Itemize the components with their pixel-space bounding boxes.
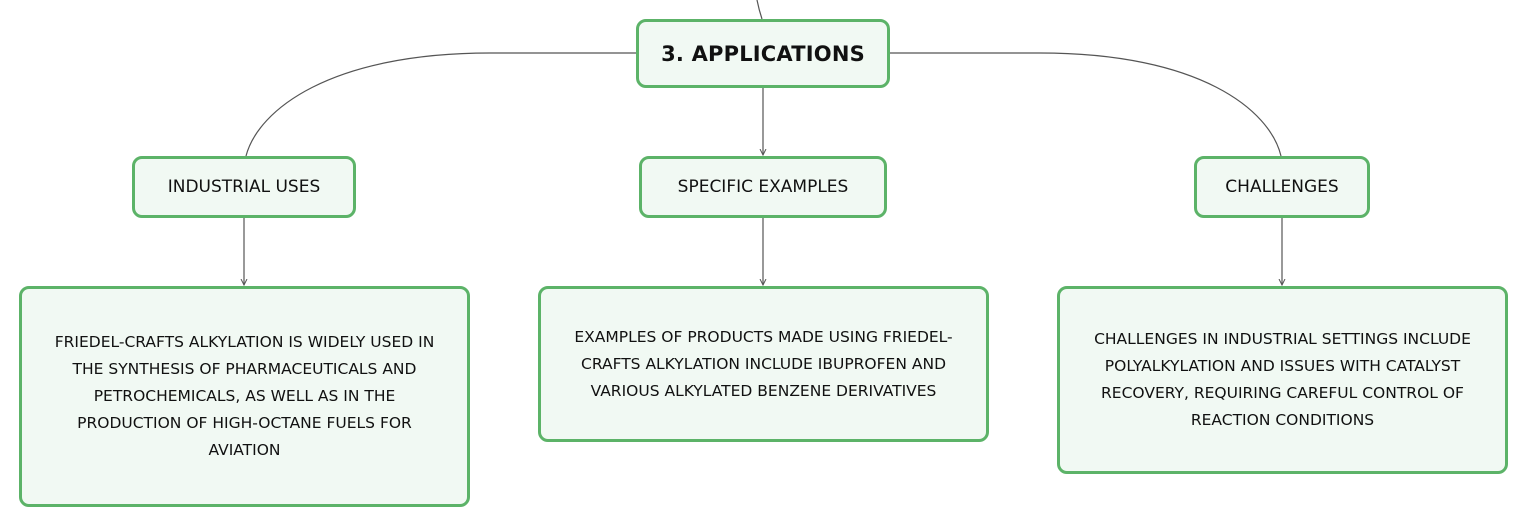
detail-node-text: FRIEDEL-CRAFTS ALKYLATION IS WIDELY USED… (54, 333, 435, 459)
detail-node-specific-examples[interactable]: EXAMPLES OF PRODUCTS MADE USING FRIEDEL-… (538, 286, 989, 442)
detail-node-text: CHALLENGES IN INDUSTRIAL SETTINGS INCLUD… (1094, 330, 1471, 429)
detail-node-industrial-uses[interactable]: FRIEDEL-CRAFTS ALKYLATION IS WIDELY USED… (19, 286, 470, 507)
connector-root-challenges (890, 52, 1282, 157)
branch-node-challenges[interactable]: CHALLENGES (1194, 156, 1370, 218)
branch-node-label: INDUSTRIAL USES (167, 177, 321, 197)
root-node-applications[interactable]: 3. APPLICATIONS (636, 19, 890, 88)
incoming-connector (756, 0, 763, 20)
detail-node-challenges[interactable]: CHALLENGES IN INDUSTRIAL SETTINGS INCLUD… (1057, 286, 1508, 474)
branch-node-label: CHALLENGES (1225, 177, 1339, 197)
branch-node-industrial-uses[interactable]: INDUSTRIAL USES (132, 156, 356, 218)
root-node-label: 3. APPLICATIONS (661, 41, 865, 66)
branch-node-label: SPECIFIC EXAMPLES (677, 177, 849, 197)
branch-node-specific-examples[interactable]: SPECIFIC EXAMPLES (639, 156, 887, 218)
connector-root-industrial-uses (245, 52, 636, 157)
detail-node-text: EXAMPLES OF PRODUCTS MADE USING FRIEDEL-… (574, 327, 953, 400)
